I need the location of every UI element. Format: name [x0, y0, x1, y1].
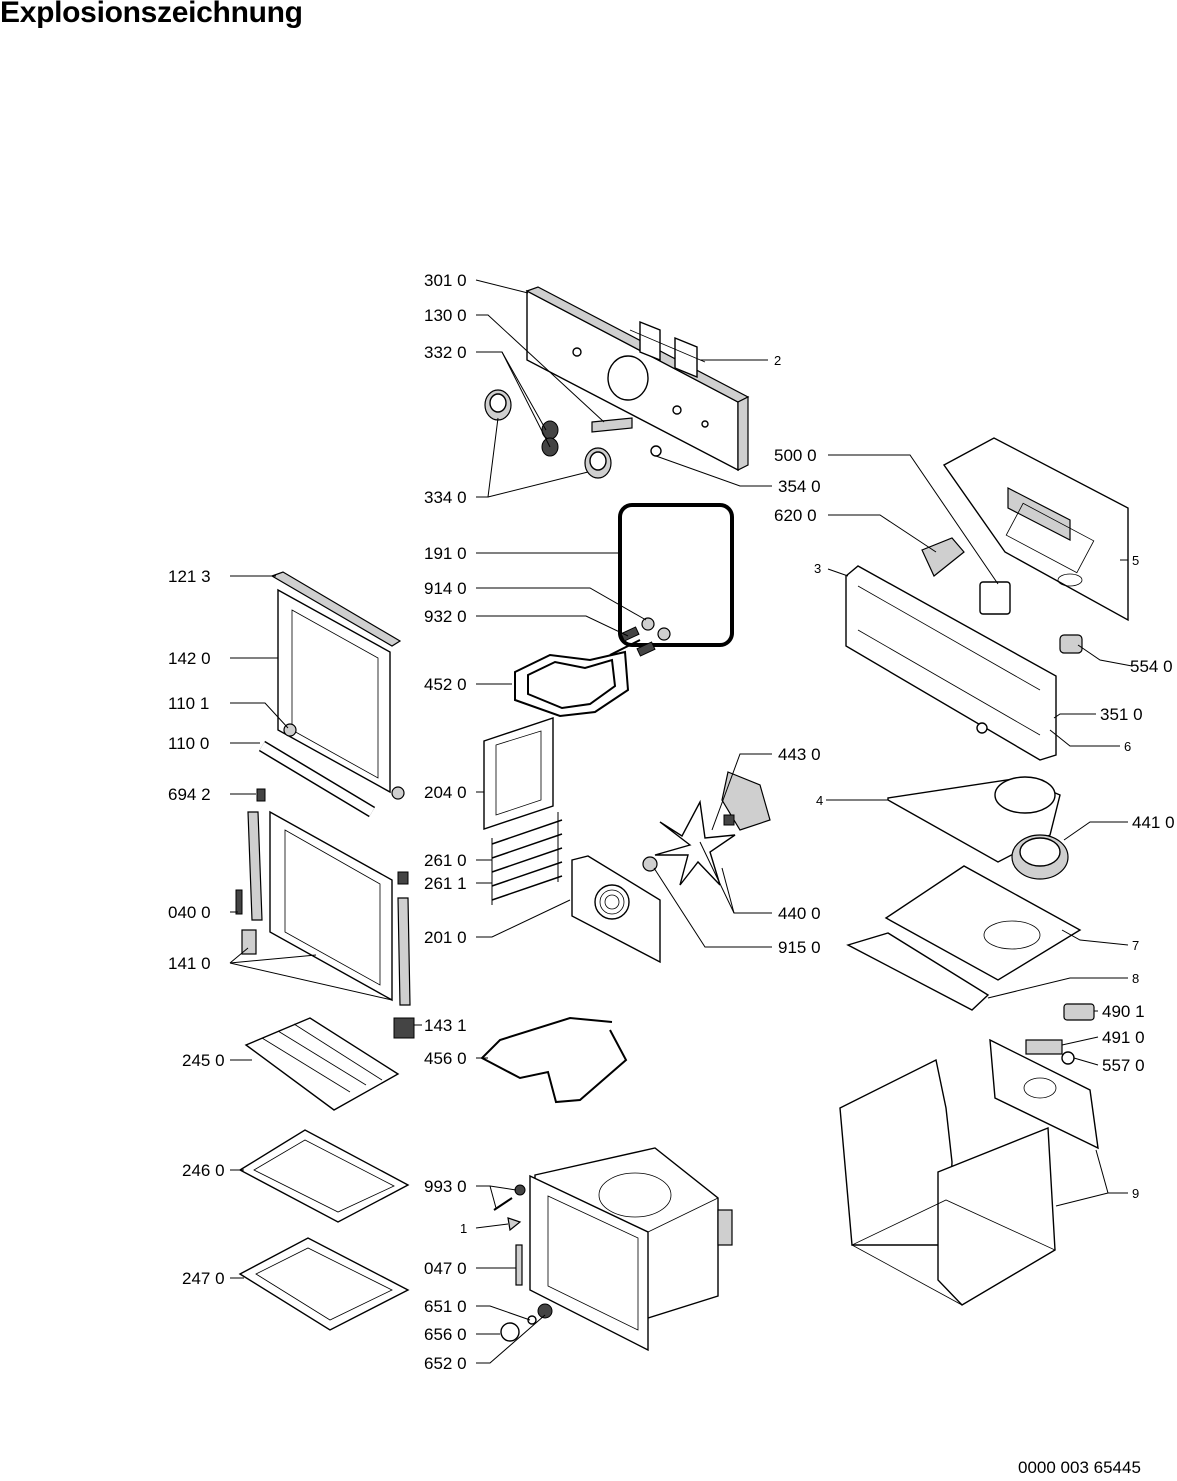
part-door-handle	[258, 723, 405, 818]
part-nuts-washers	[620, 617, 671, 657]
label-443-0: 443 0	[778, 745, 821, 764]
label-261-0: 261 0	[424, 851, 467, 870]
label-040-0: 040 0	[168, 903, 211, 922]
label-620-0: 620 0	[774, 506, 817, 525]
label-4: 4	[816, 793, 823, 808]
label-456-0: 456 0	[424, 1049, 467, 1068]
label-694-2: 694 2	[168, 785, 211, 804]
part-grill-element	[514, 639, 641, 718]
label-201-0: 201 0	[424, 928, 467, 947]
part-thermostat	[979, 581, 1011, 615]
label-9: 9	[1132, 1186, 1139, 1201]
part-shelf-rails	[491, 812, 563, 905]
label-110-0: 110 0	[168, 734, 209, 753]
label-8: 8	[1132, 971, 1139, 986]
label-332-0: 332 0	[424, 343, 467, 362]
page-title: Explosionszeichnung	[0, 0, 303, 29]
label-141-0: 141 0	[168, 954, 211, 973]
part-wire-shelf	[244, 1017, 400, 1111]
label-500-0: 500 0	[774, 446, 817, 465]
part-fan-blade	[642, 799, 736, 886]
label-554-0: 554 0	[1130, 657, 1173, 676]
part-rear-frame	[845, 565, 1057, 761]
label-2: 2	[774, 353, 781, 368]
label-915-0: 915 0	[778, 938, 821, 957]
label-130-0: 130 0	[424, 306, 467, 325]
document-number: 0000 003 65445	[1018, 1458, 1141, 1477]
part-switch-clip	[591, 417, 633, 433]
label-047-0: 047 0	[424, 1259, 467, 1278]
label-441-0: 441 0	[1132, 813, 1175, 832]
label-110-1: 110 1	[168, 694, 209, 713]
label-656-0: 656 0	[424, 1325, 467, 1344]
label-246-0: 246 0	[182, 1161, 225, 1180]
label-245-0: 245 0	[182, 1051, 225, 1070]
label-247-0: 247 0	[182, 1269, 225, 1288]
label-142-0: 142 0	[168, 649, 211, 668]
part-door-clip	[256, 788, 266, 802]
leader-lines	[229, 279, 1133, 1364]
part-labels: 301 0 130 0 332 0 2 334 0 354 0 500 0 62…	[168, 271, 1175, 1373]
part-door-inner-glass	[235, 810, 415, 1039]
label-121-3: 121 3	[168, 567, 211, 586]
part-electrical-components	[1025, 1003, 1095, 1065]
part-oven-cavity	[529, 1147, 733, 1352]
part-deep-pan	[238, 1237, 410, 1331]
part-front-trim-plate	[846, 932, 990, 1011]
label-652-0: 652 0	[424, 1354, 467, 1373]
part-door-gasket	[618, 503, 734, 647]
label-490-1: 490 1	[1102, 1002, 1145, 1021]
part-bottom-heating-element	[480, 1016, 628, 1104]
label-191-0: 191 0	[424, 544, 467, 563]
label-3: 3	[814, 561, 821, 576]
part-baking-tray	[238, 1129, 410, 1223]
label-334-0: 334 0	[424, 488, 467, 507]
part-cooling-fan	[1011, 834, 1069, 880]
label-6: 6	[1124, 739, 1131, 754]
part-fan-cover	[571, 855, 661, 964]
part-terminal-block	[921, 537, 965, 577]
label-932-0: 932 0	[424, 607, 467, 626]
label-204-0: 204 0	[424, 783, 467, 802]
part-door-outer-glass	[277, 588, 391, 794]
part-control-panel	[525, 286, 750, 472]
part-top-plate	[884, 865, 1082, 981]
label-491-0: 491 0	[1102, 1028, 1145, 1047]
label-452-0: 452 0	[424, 675, 467, 694]
label-7: 7	[1132, 938, 1139, 953]
label-351-0: 351 0	[1100, 705, 1143, 724]
label-5: 5	[1132, 553, 1139, 568]
label-557-0: 557 0	[1102, 1056, 1145, 1075]
label-651-0: 651 0	[424, 1297, 467, 1316]
part-fan-motor	[721, 771, 771, 831]
part-panel-bracket	[629, 320, 706, 379]
label-143-1: 143 1	[424, 1016, 467, 1035]
label-261-1: 261 1	[424, 874, 467, 893]
label-914-0: 914 0	[424, 579, 467, 598]
label-301-0: 301 0	[424, 271, 467, 290]
label-993-0: 993 0	[424, 1177, 467, 1196]
label-354-0: 354 0	[778, 477, 821, 496]
part-knobs	[484, 389, 612, 479]
part-small-fittings	[493, 1184, 526, 1286]
label-440-0: 440 0	[778, 904, 821, 923]
part-side-rack-frame	[483, 717, 554, 830]
part-rear-cover	[942, 437, 1129, 622]
part-outer-housing	[839, 1038, 1099, 1306]
part-door-top-trim	[270, 571, 402, 647]
part-indicator-lamp	[650, 445, 662, 457]
part-selector-switch	[1059, 634, 1083, 654]
label-1: 1	[460, 1221, 467, 1236]
part-oven-lamp	[500, 1303, 553, 1342]
